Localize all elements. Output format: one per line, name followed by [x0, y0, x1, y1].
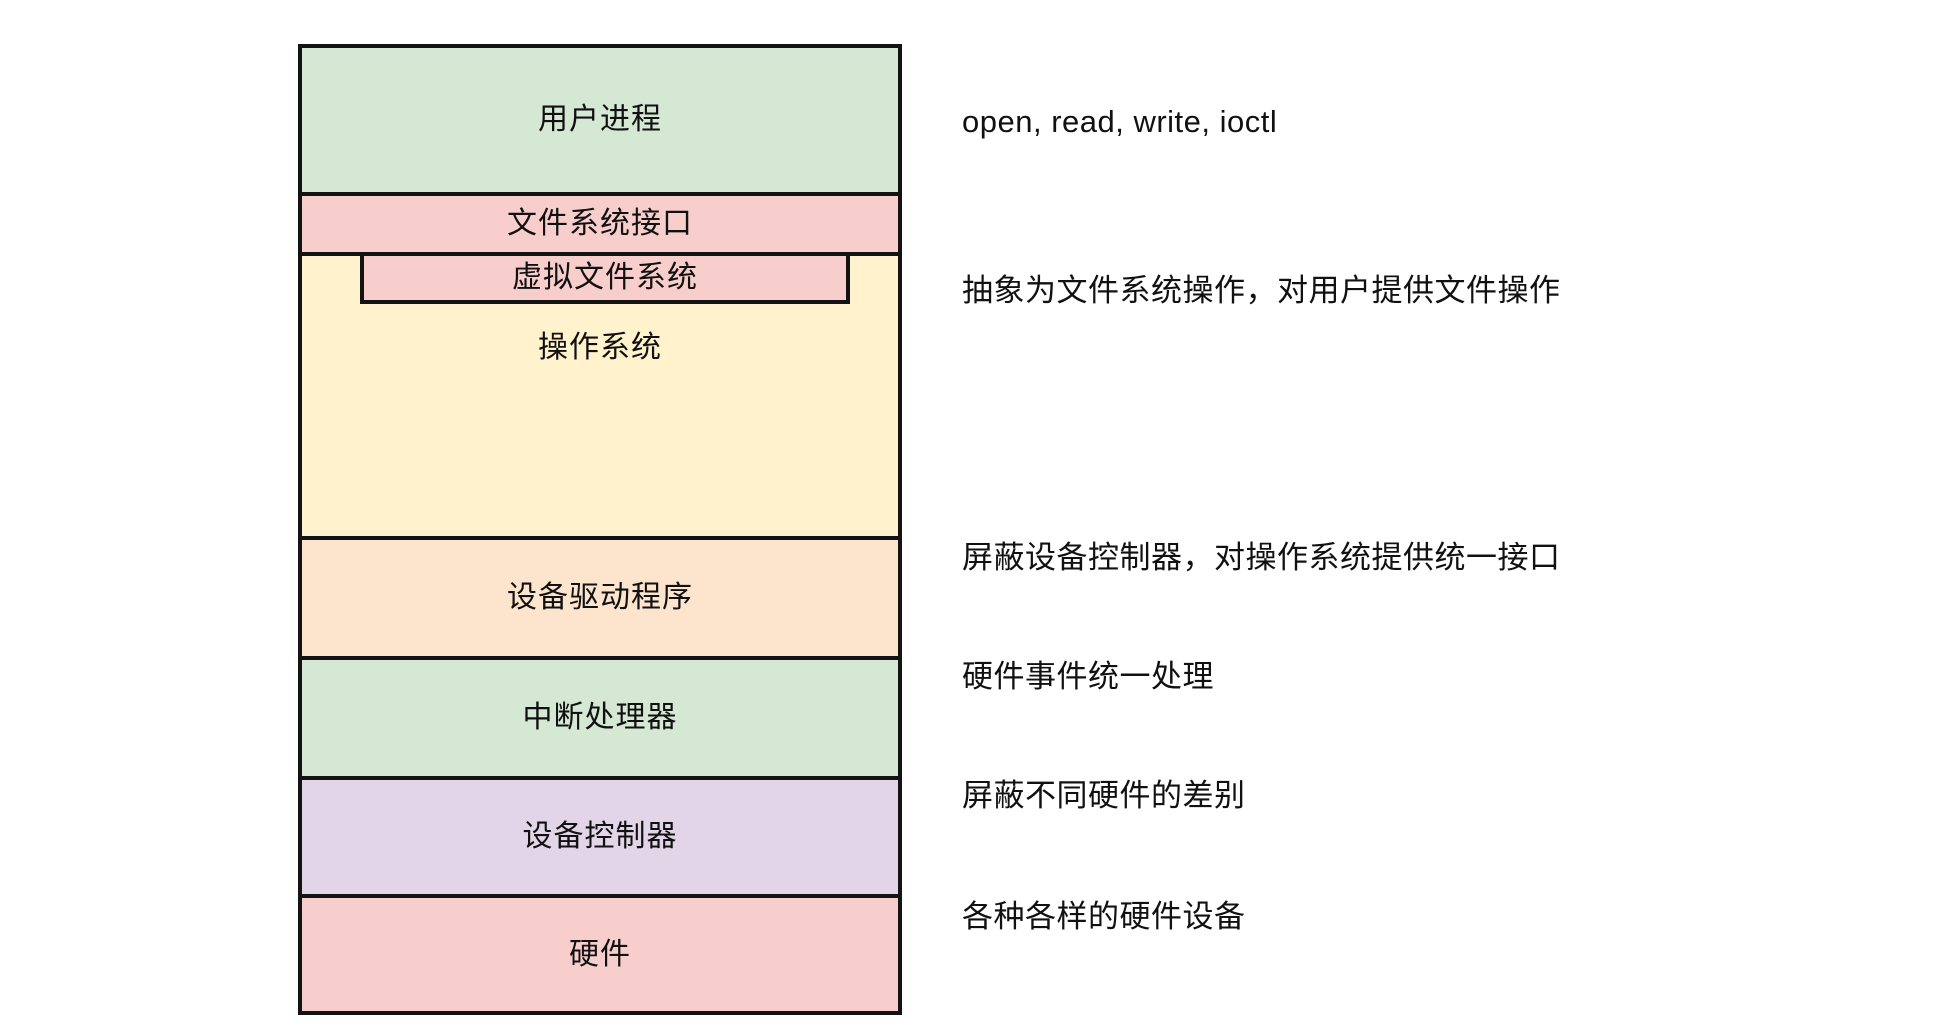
layer-device-driver-label: 设备驱动程序 [507, 581, 693, 614]
annotation-hardware: 各种各样的硬件设备 [962, 899, 1246, 934]
annotation-interrupt-handler: 硬件事件统一处理 [962, 659, 1214, 694]
layer-stack: 用户进程 文件系统接口 虚拟文件系统 操作系统 设备驱动程序 中断处理器 设备控… [298, 44, 902, 1015]
layer-hardware: 硬件 [298, 894, 902, 1015]
layer-interrupt-handler: 中断处理器 [298, 656, 902, 780]
layer-virtual-file-system-label: 虚拟文件系统 [512, 261, 698, 294]
layer-interrupt-handler-label: 中断处理器 [522, 701, 678, 734]
layer-user-process: 用户进程 [298, 44, 902, 196]
layer-user-process-label: 用户进程 [538, 103, 662, 136]
layer-virtual-file-system: 虚拟文件系统 [360, 252, 850, 304]
layer-file-system-interface: 文件系统接口 [298, 192, 902, 256]
layer-hardware-label: 硬件 [569, 937, 631, 971]
annotation-virtual-file-system: 抽象为文件系统操作，对用户提供文件操作 [962, 273, 1561, 308]
annotation-user-process: open, read, write, ioctl [962, 104, 1278, 139]
layer-device-controller: 设备控制器 [298, 776, 902, 898]
layer-operating-system: 虚拟文件系统 操作系统 [298, 252, 902, 540]
layer-device-controller-label: 设备控制器 [522, 820, 678, 853]
annotation-device-driver: 屏蔽设备控制器，对操作系统提供统一接口 [962, 540, 1561, 575]
layer-device-driver: 设备驱动程序 [298, 536, 902, 660]
annotation-device-controller: 屏蔽不同硬件的差别 [962, 778, 1246, 813]
layer-operating-system-label: 操作系统 [538, 331, 662, 364]
layer-file-system-interface-label: 文件系统接口 [507, 207, 693, 240]
